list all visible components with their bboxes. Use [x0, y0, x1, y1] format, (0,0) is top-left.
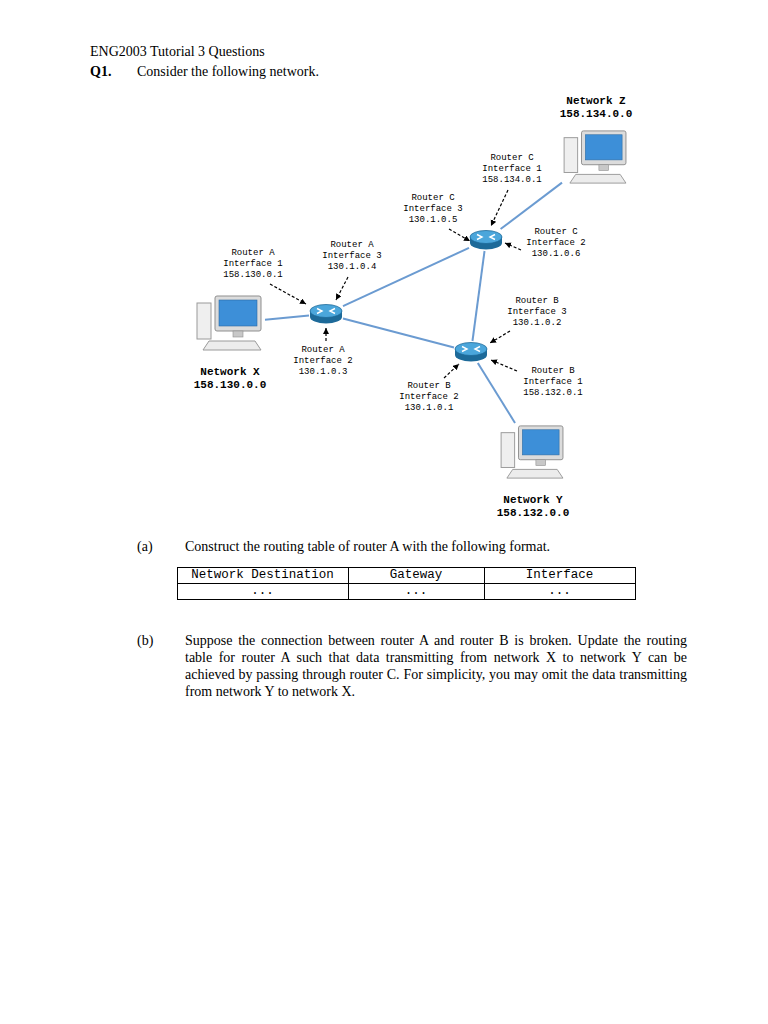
- router-icon: [309, 303, 343, 325]
- monitor-stand: [536, 460, 546, 466]
- router-top: [455, 343, 487, 356]
- leader-arrow: [491, 360, 517, 371]
- monitor-frame: [215, 296, 261, 331]
- network-label: Network Y 158.132.0.0: [493, 494, 572, 520]
- network-label: Network Z 158.134.0.0: [556, 95, 635, 121]
- table-header-cell: Interface: [484, 568, 635, 583]
- router-top: [470, 231, 502, 244]
- interface-callout: Router C Interface 3 130.1.0.5: [401, 193, 466, 226]
- pc-tower: [197, 303, 211, 339]
- computer-icon: [195, 293, 265, 353]
- table-cell: ...: [348, 584, 484, 599]
- leader-arrow: [325, 328, 326, 341]
- router-icon: [454, 341, 488, 363]
- interface-callout: Router B Interface 3 130.1.0.2: [505, 296, 570, 329]
- router-icon: [469, 229, 503, 251]
- table-header-cell: Gateway: [348, 568, 484, 583]
- pc-tower: [564, 138, 578, 173]
- interface-callout: Router A Interface 1 158.130.0.1: [221, 248, 286, 281]
- computer-icon: [562, 128, 630, 186]
- interface-callout: Router C Interface 2 130.1.0.6: [524, 227, 589, 260]
- network-link: [472, 251, 484, 341]
- router: Router B Interface 1 158.132.0.1Router B…: [454, 341, 488, 363]
- network-host: Network Z 158.134.0.0: [562, 128, 630, 186]
- table-grid: [178, 583, 636, 584]
- page-heading: ENG2003 Tutorial 3 Questions: [90, 43, 265, 60]
- router-arrows: [477, 235, 495, 240]
- router: Router A Interface 1 158.130.0.1Router A…: [309, 303, 343, 325]
- network-link: [478, 363, 515, 423]
- part-label: (b): [137, 632, 153, 649]
- monitor-stand: [599, 165, 609, 171]
- interface-callout: Router B Interface 1 158.132.0.1: [521, 366, 586, 399]
- interface-callout: Router A Interface 3 130.1.0.4: [320, 240, 385, 273]
- leader-arrow: [449, 229, 470, 241]
- table-grid: [484, 568, 485, 600]
- keyboard: [507, 469, 563, 478]
- network-link: [501, 183, 562, 229]
- monitor-frame: [519, 426, 563, 460]
- leader-arrow: [505, 243, 521, 250]
- router: Router C Interface 1 158.134.0.1Router C…: [469, 229, 503, 251]
- question-text: Suppose the connection between router A …: [185, 632, 687, 700]
- computer-icon: [498, 423, 568, 481]
- interface-callout: Router C Interface 1 158.134.0.1: [480, 153, 545, 186]
- question-text: Construct the routing table of router A …: [185, 538, 550, 555]
- part-label: (a): [137, 538, 153, 555]
- leader-arrow: [491, 190, 508, 226]
- network-label: Network X 158.130.0.0: [190, 366, 269, 392]
- router-arrows: [317, 309, 335, 314]
- keyboard: [570, 174, 626, 183]
- network-link: [265, 316, 309, 320]
- interface-callout: Router B Interface 2 130.1.0.1: [397, 381, 462, 414]
- leader-arrow: [444, 364, 459, 378]
- table-cell: ...: [484, 584, 635, 599]
- keyboard: [203, 341, 261, 350]
- leader-arrow: [336, 277, 348, 300]
- router-arrows: [462, 347, 480, 352]
- question-number: Q1.: [90, 63, 111, 80]
- table-cell: ...: [177, 584, 348, 599]
- question-text: Consider the following network.: [137, 63, 319, 80]
- leader-arrow: [270, 284, 306, 304]
- interface-callout: Router A Interface 2 130.1.0.3: [291, 345, 356, 378]
- monitor-stand: [233, 331, 243, 337]
- table-grid: [348, 568, 349, 600]
- table-header-cell: Network Destination: [177, 568, 348, 583]
- pc-tower: [501, 433, 515, 468]
- monitor-screen: [219, 300, 257, 326]
- monitor-screen: [522, 430, 559, 455]
- monitor-screen: [585, 135, 622, 160]
- network-host: Network Y 158.132.0.0: [498, 423, 568, 481]
- network-host: Network X 158.130.0.0: [195, 293, 265, 353]
- leader-arrow: [490, 331, 510, 343]
- router-top: [310, 305, 342, 318]
- monitor-frame: [582, 131, 626, 165]
- network-link: [343, 318, 454, 347]
- table-grid: [178, 568, 636, 600]
